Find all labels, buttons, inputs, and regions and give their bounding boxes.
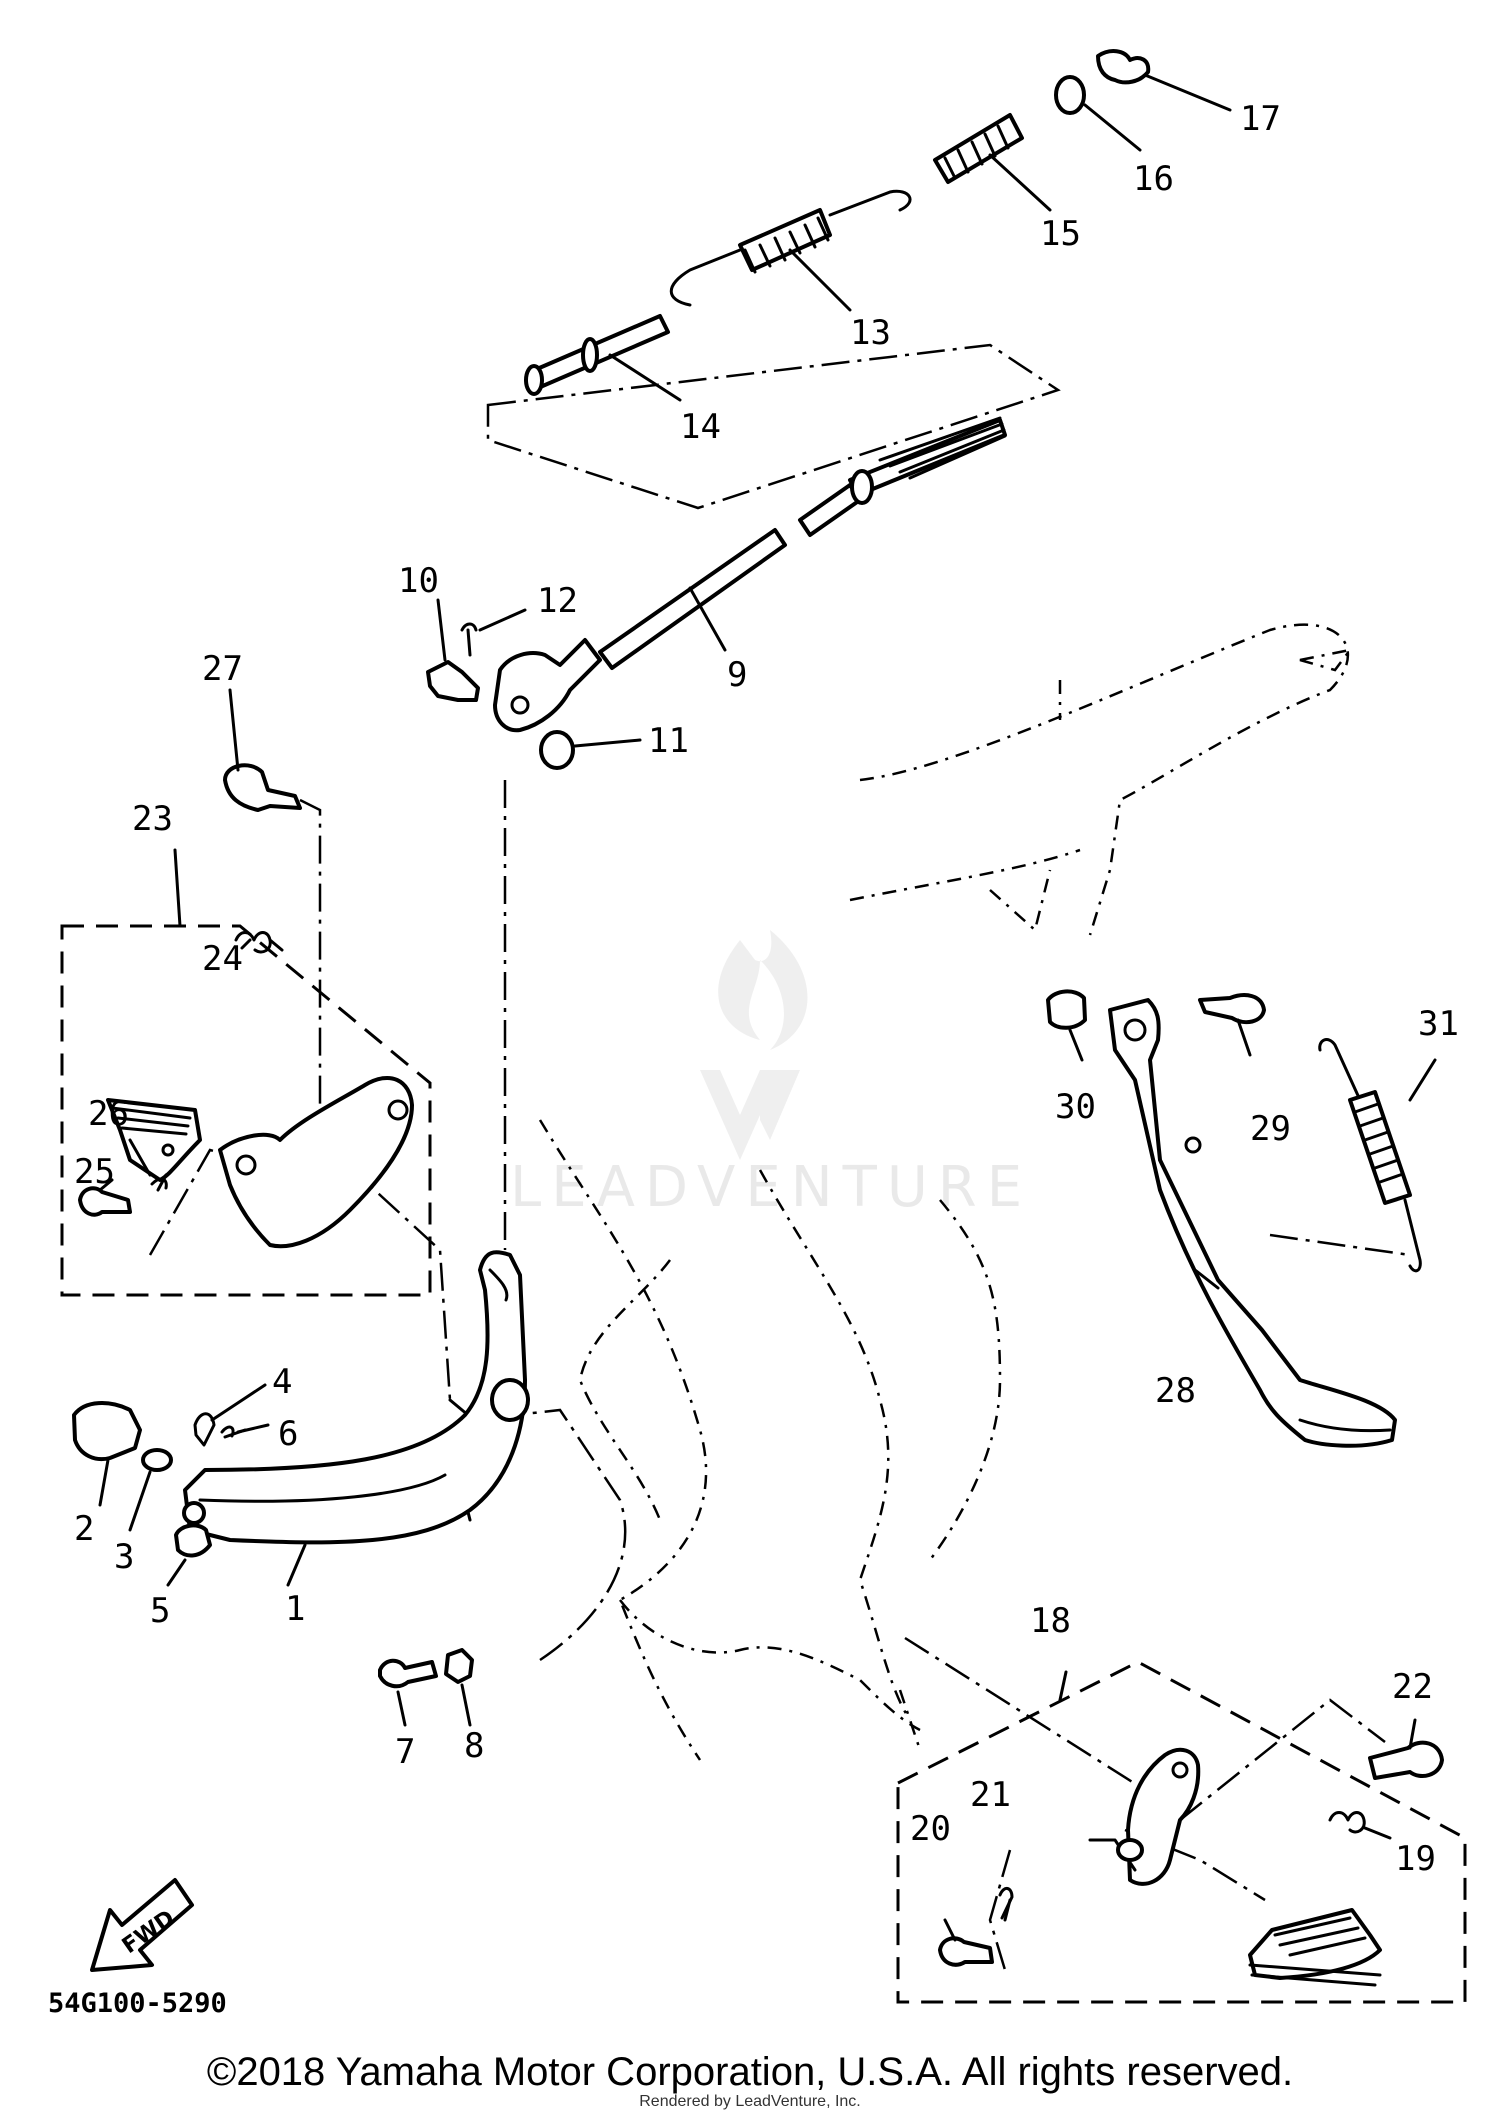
callout-20: 20 <box>910 1809 951 1849</box>
callout-23: 23 <box>132 799 173 839</box>
side-stand <box>1108 998 1397 1448</box>
callout-6: 6 <box>278 1414 298 1454</box>
sleeve-16 <box>1054 75 1086 115</box>
callout-16: 16 <box>1133 159 1174 199</box>
group-box-18 <box>896 1660 1467 2004</box>
callout-22: 22 <box>1392 1667 1433 1707</box>
collar-30 <box>1046 989 1087 1030</box>
callout-7: 7 <box>395 1732 415 1772</box>
adjuster-2 <box>72 1401 142 1461</box>
spring-15 <box>933 113 1024 184</box>
group-box-23 <box>60 924 432 1297</box>
callout-18: 18 <box>1030 1601 1071 1641</box>
bolt-29 <box>1198 993 1266 1025</box>
rendered-by-text: Rendered by LeadVenture, Inc. <box>639 2093 861 2110</box>
bolt-10 <box>426 660 480 702</box>
callout-10: 10 <box>398 561 439 601</box>
callout-5: 5 <box>150 1591 170 1631</box>
washer-11 <box>539 730 575 770</box>
callout-28: 28 <box>1155 1371 1196 1411</box>
callout-19: 19 <box>1395 1839 1436 1879</box>
pin-25 <box>78 1186 132 1217</box>
nut-5 <box>174 1523 212 1558</box>
bolt-7 <box>378 1658 438 1689</box>
frame-outline <box>538 623 1353 1761</box>
callout-27: 27 <box>202 649 243 689</box>
bolt-22 <box>1368 1740 1444 1780</box>
washer-3 <box>141 1448 173 1472</box>
callout-30: 30 <box>1055 1087 1096 1127</box>
callout-12: 12 <box>537 581 578 621</box>
nut-17 <box>1096 49 1151 85</box>
callout-29: 29 <box>1250 1109 1291 1149</box>
callout-11: 11 <box>648 721 689 761</box>
spring-24 <box>234 931 284 954</box>
callout-numbers: 1 2 3 4 5 6 7 8 9 10 11 12 13 14 15 16 1… <box>74 99 1459 1879</box>
callout-1: 1 <box>285 1589 305 1629</box>
spring-31 <box>1318 1038 1422 1273</box>
callout-13: 13 <box>850 313 891 353</box>
bolt-27 <box>223 763 302 812</box>
callout-15: 15 <box>1040 214 1081 254</box>
callout-21: 21 <box>970 1775 1011 1815</box>
footrest-bracket-23 <box>106 1075 414 1249</box>
brake-pedal <box>182 1250 530 1545</box>
callout-14: 14 <box>680 407 721 447</box>
callout-25: 25 <box>74 1152 115 1192</box>
callout-9: 9 <box>727 655 747 695</box>
fwd-arrow: FWD <box>90 1878 194 1972</box>
callout-17: 17 <box>1240 99 1281 139</box>
pin-20 <box>938 1936 994 1967</box>
nut-8 <box>444 1648 474 1684</box>
callout-4: 4 <box>272 1362 292 1402</box>
callout-24: 24 <box>202 939 243 979</box>
brake-rod <box>493 416 1007 733</box>
watermark: LEADVENTURE <box>510 930 1032 1220</box>
watermark-text: LEADVENTURE <box>510 1155 1032 1220</box>
callout-leaders <box>98 73 1437 1942</box>
copyright-text: ©2018 Yamaha Motor Corporation, U.S.A. A… <box>206 2050 1294 2094</box>
pin-4 <box>193 1412 216 1447</box>
spring-19 <box>1328 1811 1366 1834</box>
footrest-bracket-18 <box>1088 1747 1382 1987</box>
callout-2: 2 <box>74 1509 94 1549</box>
callout-3: 3 <box>114 1537 134 1577</box>
cotter-12 <box>460 622 478 657</box>
clip-26 <box>150 1173 168 1192</box>
callout-31: 31 <box>1418 1004 1459 1044</box>
clip-21 <box>998 1887 1014 1920</box>
callout-26: 26 <box>88 1094 129 1134</box>
part-code: 54G100-5290 <box>48 1988 227 2019</box>
callout-8: 8 <box>464 1726 484 1766</box>
spring-and-pin <box>524 189 912 396</box>
group-box-14 <box>486 343 1061 510</box>
